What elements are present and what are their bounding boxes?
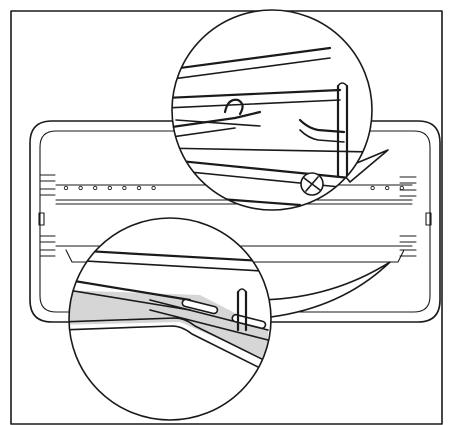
bottom-magnifier bbox=[60, 218, 390, 420]
right-side-rail bbox=[400, 177, 431, 256]
shelf-rivet bbox=[371, 186, 374, 189]
shelf-rivet bbox=[79, 186, 82, 189]
shelf-rivet bbox=[137, 186, 140, 189]
top-magnifier bbox=[160, 10, 388, 210]
shelf-rivet bbox=[400, 186, 403, 189]
shelf-rivet bbox=[108, 186, 111, 189]
left-side-rail bbox=[39, 175, 55, 256]
shelf-rivet bbox=[64, 186, 67, 189]
shelf-rivet bbox=[123, 186, 126, 189]
bottom-callout-pointer bbox=[255, 262, 390, 318]
shelf-rivet bbox=[386, 186, 389, 189]
shelf-rivet bbox=[94, 186, 97, 189]
shelf-rivet bbox=[152, 186, 155, 189]
